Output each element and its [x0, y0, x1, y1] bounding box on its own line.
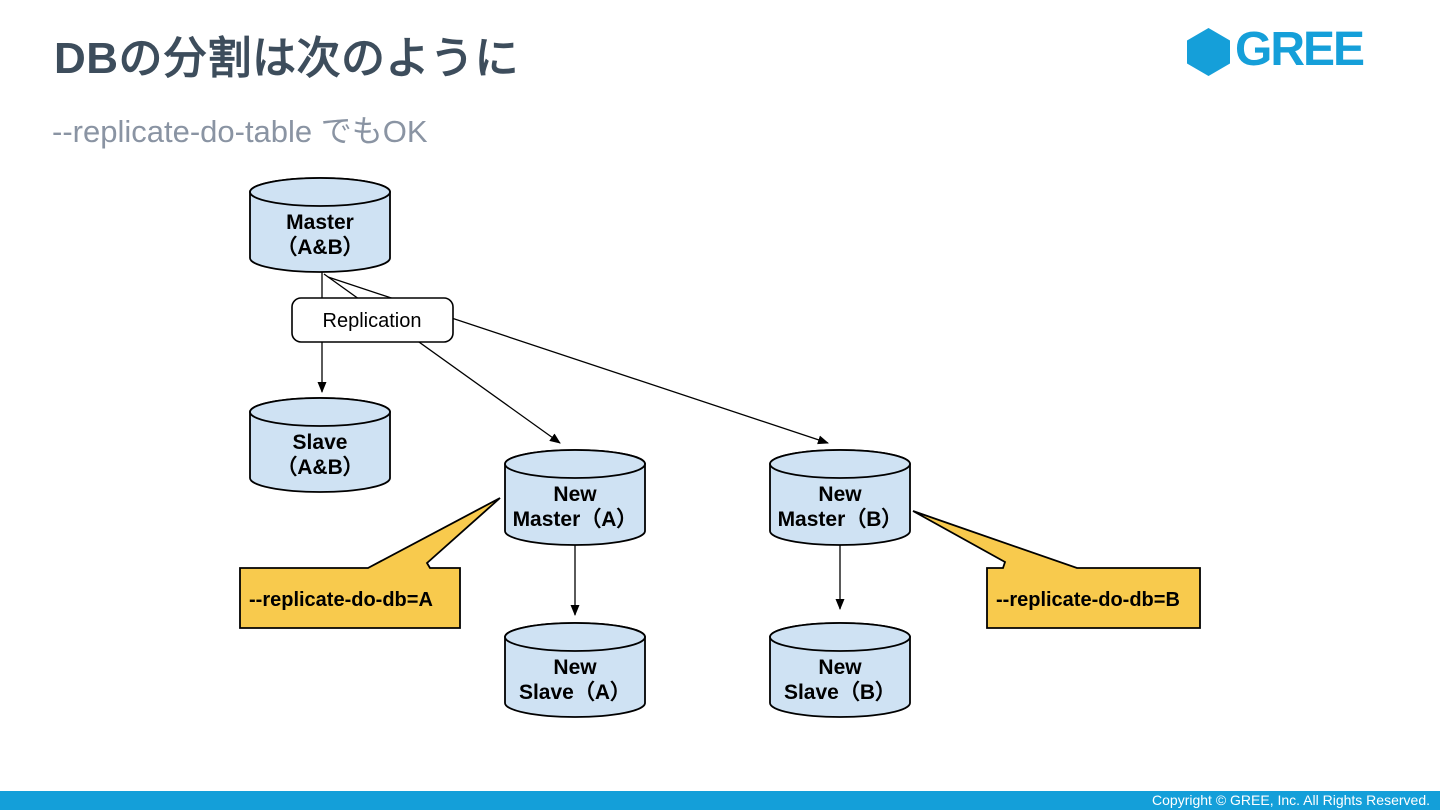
replication-box-shape [291, 297, 454, 343]
callout-replicate-do-db-b: --replicate-do-db=B [912, 510, 1201, 629]
db-cylinder-new-slave-a: New Slave（A） [504, 622, 646, 718]
cylinder-top [249, 397, 391, 427]
db-cylinder-new-master-a: New Master（A） [504, 449, 646, 546]
cylinder-top [504, 449, 646, 479]
cylinder-top [769, 449, 911, 479]
cylinder-top [769, 622, 911, 652]
new-slave-a-label-line2: Slave（A） [519, 680, 631, 704]
new-slave-b-label-line2: Slave（B） [784, 680, 896, 704]
gree-wordmark: GREE [1235, 23, 1365, 76]
slave-label-line1: Slave [293, 431, 348, 454]
callout-replicate-do-db-a: --replicate-do-db=A [239, 497, 501, 629]
new-slave-b-label-line1: New [818, 656, 862, 679]
callout-b-label: --replicate-do-db=B [996, 589, 1180, 611]
master-label-line1: Master [286, 211, 354, 234]
gree-logo: GREE [1187, 23, 1365, 80]
slide-title: DBの分割は次のように [54, 34, 520, 83]
db-cylinder-new-master-b: New Master（B） [769, 449, 911, 546]
replication-box: Replication [291, 297, 454, 343]
db-cylinder-master: Master （A&B） [249, 177, 391, 273]
new-slave-a-label-line1: New [553, 656, 597, 679]
replication-box-label: Replication [323, 310, 422, 332]
callout-shape [239, 497, 501, 629]
footer-copyright-bar: Copyright © GREE, Inc. All Rights Reserv… [0, 791, 1440, 810]
master-label-line2: （A&B） [276, 235, 364, 259]
cylinder-top [504, 622, 646, 652]
new-master-a-label-line1: New [553, 483, 597, 506]
new-master-b-label-line1: New [818, 483, 862, 506]
cylinder-top [249, 177, 391, 207]
db-cylinder-slave: Slave （A&B） [249, 397, 391, 493]
slave-label-line2: （A&B） [276, 455, 364, 479]
new-master-a-label-line2: Master（A） [513, 507, 638, 531]
copyright-text: Copyright © GREE, Inc. All Rights Reserv… [1152, 792, 1430, 808]
callout-shape [912, 510, 1201, 629]
db-cylinder-new-slave-b: New Slave（B） [769, 622, 911, 718]
new-master-b-label-line2: Master（B） [778, 507, 903, 531]
slide-subtitle: --replicate-do-table でもOK [52, 114, 428, 149]
callout-a-label: --replicate-do-db=A [249, 589, 433, 611]
